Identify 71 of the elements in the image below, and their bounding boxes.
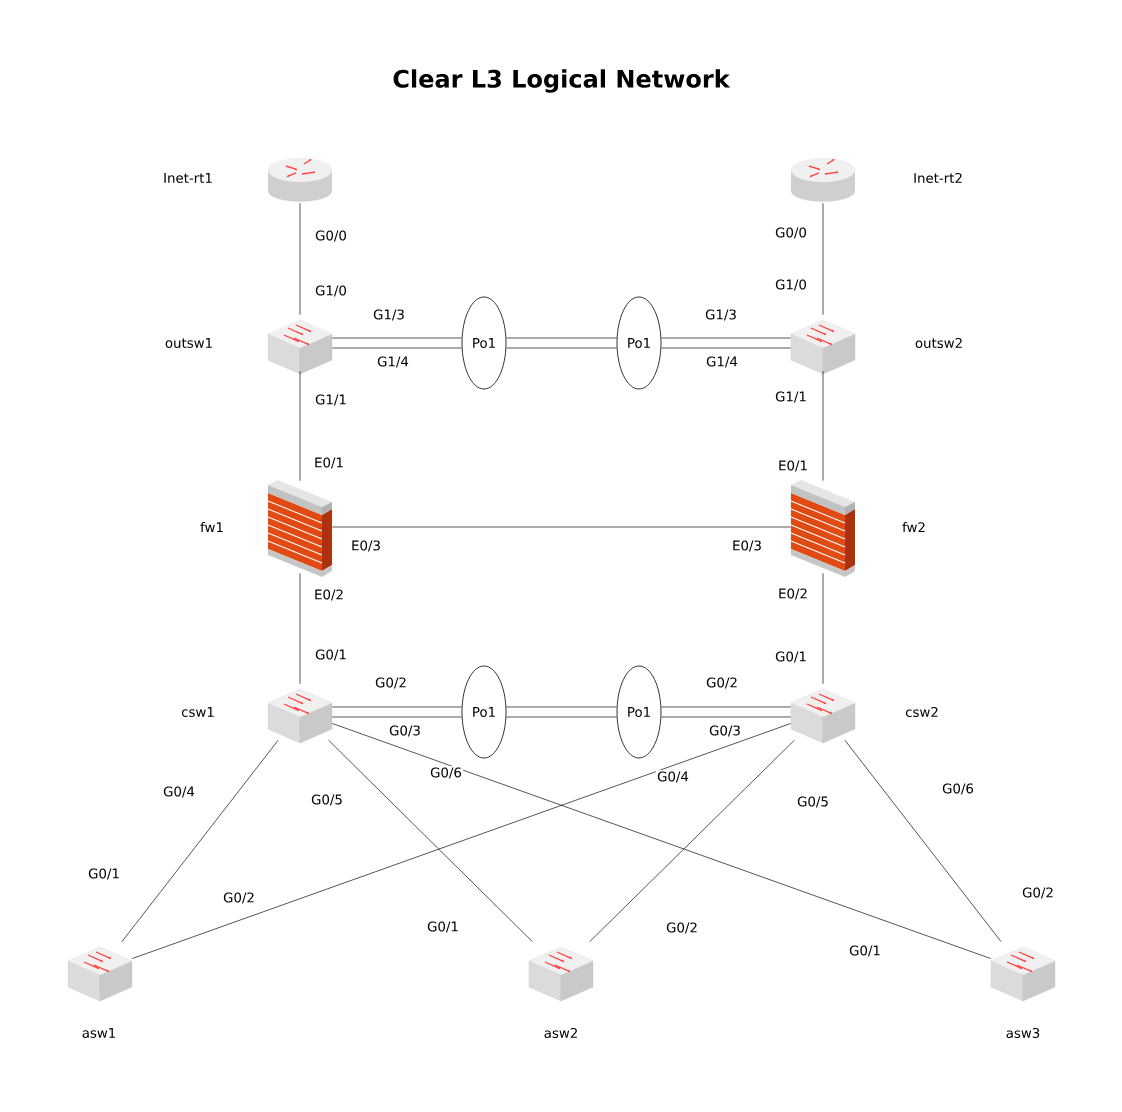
connection-line [822, 202, 824, 316]
device-label: asw1 [82, 1028, 116, 1038]
title: Clear L3 Logical Network [393, 69, 731, 93]
device-label: Inet-rt2 [914, 172, 962, 184]
port-label: G0/2 [221, 891, 257, 905]
connection-line [331, 706, 462, 708]
connection-line [331, 723, 992, 959]
port-label: E0/1 [312, 456, 346, 470]
device-label: fw2 [902, 521, 925, 533]
connection-line [506, 347, 617, 349]
port-label: G1/4 [375, 355, 411, 369]
connection-line [506, 337, 617, 339]
connection-line [299, 370, 301, 482]
connection-line [331, 347, 462, 349]
port-label: G1/3 [703, 308, 739, 322]
port-label: G0/0 [313, 229, 349, 243]
port-label: G0/5 [309, 793, 345, 807]
connection-line [506, 716, 617, 718]
device-label: csw1 [181, 707, 214, 717]
port-label: G0/2 [1020, 886, 1056, 900]
device-label: csw2 [905, 706, 938, 718]
port-label: E0/2 [776, 587, 810, 601]
connection-line [661, 337, 792, 339]
port-label: G0/5 [795, 795, 831, 809]
connection-line [299, 202, 301, 316]
port-label: G0/4 [161, 785, 197, 799]
connection-line [331, 526, 792, 528]
port-label: G0/1 [425, 920, 461, 934]
port-label: G0/1 [773, 650, 809, 664]
port-label: E0/3 [730, 539, 764, 553]
port-label: G1/3 [371, 308, 407, 322]
connection-line [331, 716, 462, 718]
port-label: G0/2 [664, 921, 700, 935]
connection-line [328, 739, 533, 943]
port-label: G0/1 [313, 648, 349, 662]
connection-line [661, 716, 792, 718]
device-label: outsw1 [165, 338, 212, 348]
port-label: G0/6 [428, 766, 464, 780]
connection-line [121, 739, 279, 943]
port-label: E0/3 [349, 539, 383, 553]
connection-line [822, 572, 824, 685]
port-label: G0/2 [704, 676, 740, 690]
device-label: asw2 [544, 1027, 577, 1039]
connection-line [299, 572, 301, 685]
port-label: G0/1 [86, 867, 122, 881]
connection-line [506, 706, 617, 708]
port-label: G0/4 [655, 770, 691, 784]
connection-line [661, 706, 792, 708]
connection-line [131, 723, 792, 959]
port-label: G1/0 [313, 284, 349, 298]
connection-line [661, 347, 792, 349]
port-label: E0/1 [776, 459, 810, 473]
port-label: G1/1 [773, 390, 809, 404]
port-label: G0/0 [773, 226, 809, 240]
device-label: Inet-rt1 [164, 173, 212, 183]
device-label: outsw2 [915, 337, 962, 349]
port-label: G0/3 [387, 724, 423, 738]
port-label: G0/2 [373, 676, 409, 690]
port-label: G0/6 [940, 782, 976, 796]
port-label: G1/1 [313, 393, 349, 407]
port-label: E0/2 [312, 588, 346, 602]
port-label: G1/4 [704, 355, 740, 369]
connection-line [844, 739, 1002, 943]
connection-line [822, 370, 824, 482]
port-label: G0/3 [707, 724, 743, 738]
port-label: G0/1 [847, 944, 883, 958]
device-label: fw1 [200, 521, 223, 533]
connection-line [331, 337, 462, 339]
connection-line [589, 739, 795, 943]
device-label: asw3 [1006, 1027, 1040, 1039]
port-label: G1/0 [773, 278, 809, 292]
